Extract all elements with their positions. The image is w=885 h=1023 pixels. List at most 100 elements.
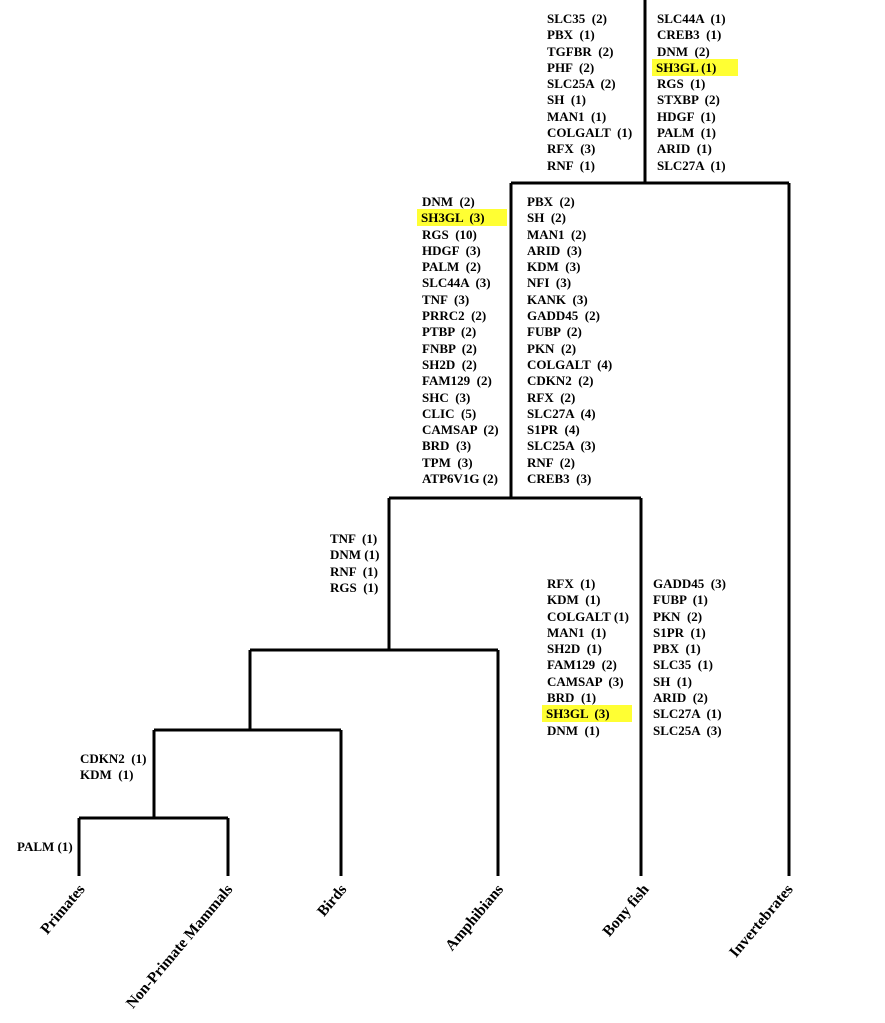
gene-entry-text: SLC44A (3) (422, 275, 491, 291)
gene-list-fish-left: RFX (1)KDM (1)COLGALT (1)MAN1 (1)SH2D (1… (542, 576, 632, 739)
gene-entry-text: MAN1 (1) (547, 624, 607, 640)
gene-entry-text: COLGALT (4) (527, 356, 613, 372)
gene-entry: TPM (3) (421, 455, 507, 471)
gene-entry-text: PKN (2) (527, 340, 577, 356)
gene-entry: PBX (1) (652, 641, 727, 657)
gene-entry: SLC44A (3) (421, 275, 507, 291)
gene-entry: RGS (1) (329, 580, 380, 596)
gene-entry-text: FAM129 (2) (422, 373, 492, 389)
gene-entry: ARID (1) (656, 141, 738, 157)
gene-entry: RFX (3) (546, 141, 633, 157)
gene-entry: KDM (1) (546, 592, 632, 608)
gene-entry: KDM (1) (79, 767, 147, 783)
gene-entry: SLC27A (1) (656, 158, 738, 174)
gene-entry-text: SLC27A (4) (527, 405, 596, 421)
gene-entry-text: ARID (1) (657, 141, 712, 157)
gene-entry-text: BRD (3) (422, 438, 472, 454)
gene-entry-highlighted: SH3GL (1) (652, 58, 739, 76)
gene-entry: SLC25A (2) (546, 76, 633, 92)
gene-entry: RGS (10) (421, 227, 507, 243)
gene-entry-text: STXBP (2) (657, 92, 720, 108)
gene-entry: SH2D (2) (421, 357, 507, 373)
gene-entry-text: TNF (1) (330, 531, 378, 546)
gene-entry-text: PTBP (2) (422, 324, 477, 340)
gene-entry: SH (2) (526, 210, 613, 226)
gene-entry-text: PBX (1) (547, 27, 595, 43)
gene-entry: ARID (3) (526, 243, 613, 259)
gene-entry: PHF (2) (546, 60, 633, 76)
gene-list-vertebrate-left: DNM (2)SH3GL (3)RGS (10)HDGF (3)PALM (2)… (417, 194, 507, 487)
gene-entry: PALM (2) (421, 259, 507, 275)
gene-entry: FUBP (1) (652, 592, 727, 608)
gene-entry: NFI (3) (526, 275, 613, 291)
gene-list-primates: PALM (1) (16, 839, 74, 855)
gene-entry: DNM (2) (656, 44, 738, 60)
gene-entry-text: SH (1) (547, 92, 586, 108)
gene-entry-text: DNM (2) (422, 194, 475, 209)
gene-list-root-left: SLC35 (2)PBX (1)TGFBR (2)PHF (2)SLC25A (… (546, 11, 633, 174)
gene-entry-text: HDGF (3) (422, 242, 481, 258)
gene-entry: SH (1) (546, 92, 633, 108)
gene-entry-text: SH3GL (3) (542, 705, 632, 723)
gene-entry-text: FUBP (2) (527, 324, 582, 340)
gene-entry-text: CREB3 (1) (657, 27, 722, 43)
gene-entry: STXBP (2) (656, 92, 738, 108)
gene-entry: BRD (3) (421, 438, 507, 454)
gene-entry-highlighted: SH3GL (3) (542, 705, 632, 723)
gene-entry-text: SLC35 (2) (547, 11, 607, 26)
gene-entry-text: SLC27A (1) (653, 706, 722, 722)
gene-entry: ARID (2) (652, 690, 727, 706)
gene-entry-text: KDM (1) (547, 592, 601, 608)
gene-entry-text: SH (2) (527, 210, 566, 226)
gene-entry-text: RGS (10) (422, 226, 477, 242)
gene-entry-text: PRRC2 (2) (422, 308, 487, 324)
gene-entry-text: FUBP (1) (653, 592, 708, 608)
gene-entry-text: PALM (2) (422, 259, 481, 275)
gene-entry: SLC25A (3) (652, 723, 727, 739)
gene-entry-text: HDGF (1) (657, 108, 716, 124)
gene-entry-text: CAMSAP (3) (547, 673, 624, 689)
gene-entry-text: CREB3 (3) (527, 471, 592, 487)
gene-entry-text: RNF (1) (547, 157, 595, 173)
gene-entry: HDGF (3) (421, 243, 507, 259)
gene-entry: CREB3 (3) (526, 471, 613, 487)
gene-entry-text: RFX (1) (547, 576, 596, 591)
gene-entry: PBX (1) (546, 27, 633, 43)
gene-entry-text: PALM (1) (657, 125, 716, 141)
gene-entry: DNM (1) (546, 723, 632, 739)
gene-entry: SLC27A (4) (526, 406, 613, 422)
gene-entry: SLC35 (2) (546, 11, 633, 27)
gene-entry: RNF (1) (546, 158, 633, 174)
gene-entry-text: SH3GL (3) (417, 209, 507, 227)
gene-entry: PKN (2) (652, 609, 727, 625)
gene-entry: TGFBR (2) (546, 44, 633, 60)
gene-entry: RNF (2) (526, 455, 613, 471)
gene-entry: CREB3 (1) (656, 27, 738, 43)
gene-entry: RNF (1) (329, 564, 380, 580)
gene-entry-text: KDM (1) (80, 767, 134, 783)
gene-entry: DNM (2) (421, 194, 507, 210)
gene-entry: FAM129 (2) (546, 657, 632, 673)
gene-entry-text: COLGALT (1) (547, 608, 629, 624)
gene-entry-text: RNF (2) (527, 454, 575, 470)
gene-entry: RFX (1) (546, 576, 632, 592)
gene-entry-text: RGS (1) (657, 76, 706, 92)
gene-entry-text: TPM (3) (422, 454, 473, 470)
gene-list-mammals: CDKN2 (1)KDM (1) (79, 751, 147, 784)
gene-entry-text: COLGALT (1) (547, 125, 633, 141)
gene-list-invertebrates: SLC44A (1)CREB3 (1)DNM (2)SH3GL (1)RGS (… (652, 11, 739, 174)
gene-entry-text: ARID (2) (653, 690, 708, 706)
gene-entry-text: ARID (3) (527, 242, 582, 258)
gene-list-tetrapod: TNF (1)DNM (1)RNF (1)RGS (1) (329, 531, 380, 596)
gene-entry: FAM129 (2) (421, 373, 507, 389)
gene-entry-text: SLC25A (3) (527, 438, 596, 454)
gene-entry-text: SH2D (1) (547, 641, 602, 657)
gene-entry: DNM (1) (329, 547, 380, 563)
gene-entry: COLGALT (1) (546, 125, 633, 141)
gene-entry-text: PBX (2) (527, 194, 575, 209)
gene-entry-text: ATP6V1G (2) (422, 471, 498, 487)
gene-entry-text: SLC35 (1) (653, 657, 713, 673)
gene-entry: COLGALT (4) (526, 357, 613, 373)
gene-entry-text: PHF (2) (547, 59, 595, 75)
